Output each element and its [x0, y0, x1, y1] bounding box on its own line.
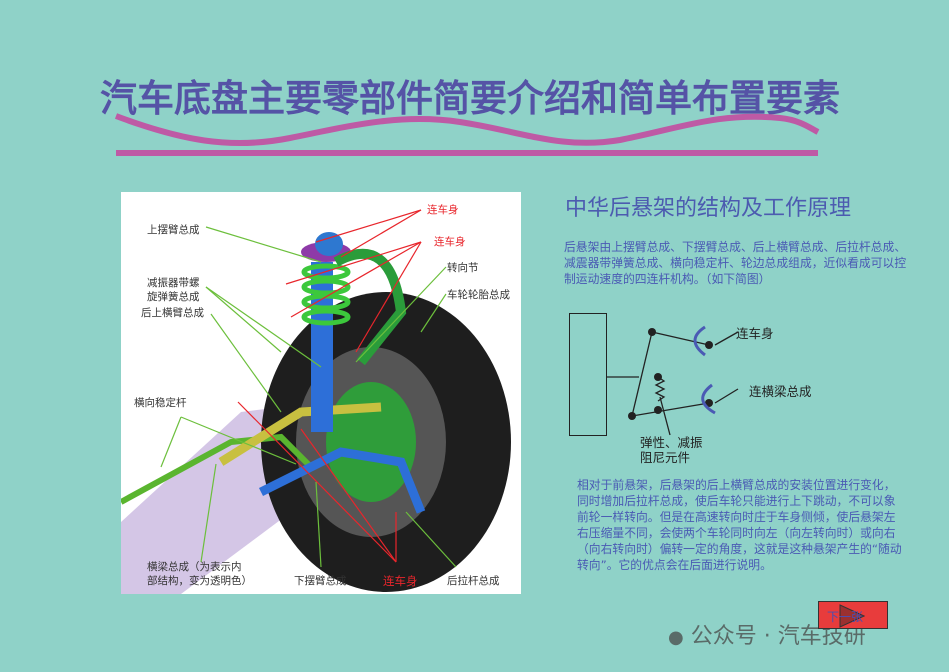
sketch-label-to-beam: 连横梁总成	[749, 384, 812, 399]
suspension-illustration	[121, 209, 511, 594]
label-knuckle: 转向节	[447, 262, 479, 274]
wave-decoration	[114, 113, 820, 156]
label-to-body-1: 连车身	[427, 204, 459, 216]
sketch-label-elastic: 弹性、减振	[640, 435, 703, 450]
label-to-body-3: 连车身	[383, 574, 418, 588]
section-title: 中华后悬架的结构及工作原理	[565, 196, 852, 221]
sketch-label-damping: 阻尼元件	[640, 450, 691, 465]
suspension-photo: 连车身 连车身 上摆臂总成 减振器带螺 旋弹簧总成 后上横臂总成 转向节 车轮轮…	[121, 192, 521, 594]
next-button-label: 下一张	[827, 610, 864, 624]
body-text: 相对于前悬架，后悬架的后上横臂总成的安装位置进行变化，同时增加后拉杆总成，使后车…	[577, 478, 902, 572]
label-shock: 减振器带螺	[147, 277, 200, 289]
label-lower-arm: 下摆臂总成	[294, 575, 347, 587]
intro-text: 后悬架由上摆臂总成、下摆臂总成、后上横臂总成、后拉杆总成、减震器带弹簧总成、横向…	[564, 240, 907, 286]
label-shock-2: 旋弹簧总成	[147, 291, 200, 303]
play-icon	[839, 604, 865, 628]
wechat-icon: ●	[668, 627, 684, 648]
label-to-body-2: 连车身	[434, 236, 466, 248]
page-title: 汽车底盘主要零部件简要介绍和简单布置要素	[100, 77, 840, 120]
label-rear-upper-arm: 后上横臂总成	[141, 307, 204, 319]
label-beam: 横梁总成（为表示内	[147, 561, 242, 573]
label-stabilizer: 横向稳定杆	[134, 397, 187, 409]
label-beam-2: 部结构，变为透明色）	[147, 575, 252, 587]
label-upper-arm: 上摆臂总成	[147, 224, 200, 236]
next-slide-button[interactable]: 下一张	[818, 601, 888, 629]
sketch-label-to-body: 连车身	[736, 326, 774, 341]
label-trailing-arm: 后拉杆总成	[447, 575, 500, 587]
label-wheel: 车轮轮胎总成	[447, 289, 510, 301]
four-link-sketch	[569, 313, 739, 436]
